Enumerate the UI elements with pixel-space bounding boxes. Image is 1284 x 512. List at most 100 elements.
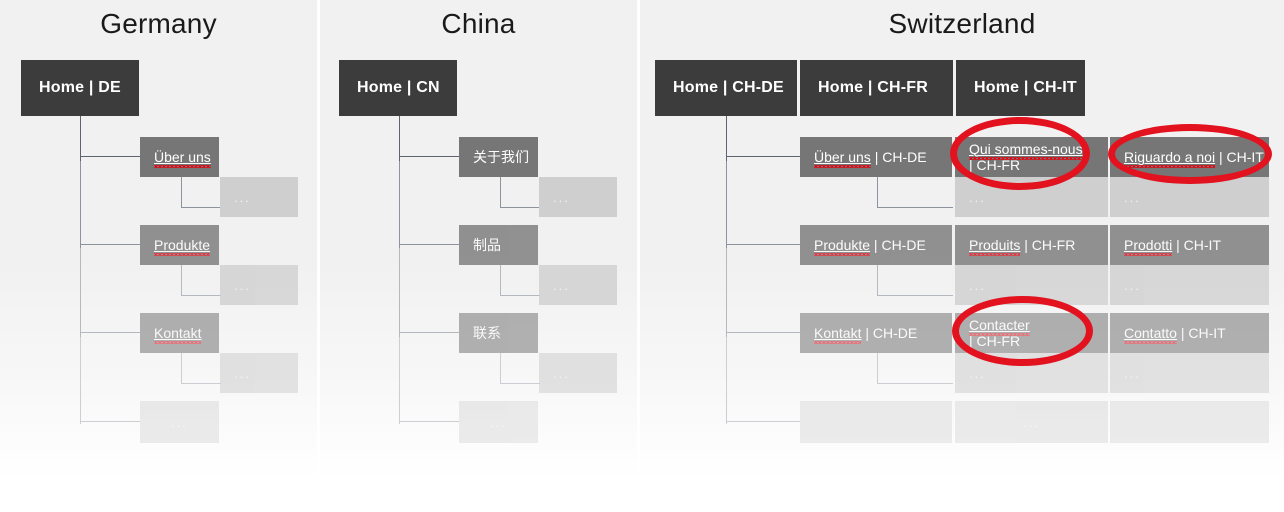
connector-branch <box>399 332 459 333</box>
node-produkte-ch-de[interactable]: Produkte | CH-DE <box>800 225 952 265</box>
node-placeholder[interactable]: ... <box>220 353 298 393</box>
connector-branch <box>80 244 140 245</box>
node-label: ... <box>234 189 251 205</box>
node-produkte-de[interactable]: Produkte <box>140 225 219 265</box>
node-home-ch-fr[interactable]: Home | CH-FR <box>800 60 953 116</box>
node-placeholder[interactable]: ... <box>220 265 298 305</box>
connector-sub-h <box>500 383 540 384</box>
node-qui-sommes-nous-ch-fr[interactable]: Qui sommes-nous | CH-FR <box>955 137 1108 177</box>
node-contatto-ch-it[interactable]: Contatto | CH-IT <box>1110 313 1269 353</box>
node-label: Home | CH-DE <box>673 79 784 96</box>
node-label: ... <box>553 277 570 293</box>
node-bottom-placeholder-it[interactable] <box>1110 401 1269 443</box>
node-subplaceholder-de[interactable] <box>800 353 952 393</box>
connector-sub-h <box>877 207 953 208</box>
connector-sub <box>181 353 182 384</box>
connector-sub-h <box>877 383 953 384</box>
node-home-cn[interactable]: Home | CN <box>339 60 457 116</box>
connector-branch <box>80 332 140 333</box>
node-label: ... <box>1124 365 1141 381</box>
connector-sub-h <box>500 295 540 296</box>
panel-germany: Germany Home | DE Über uns ... Produkte … <box>0 0 317 480</box>
node-placeholder[interactable]: ... <box>539 177 617 217</box>
connector-trunk-2 <box>80 161 81 248</box>
node-label: 制品 <box>473 237 501 253</box>
connector-sub-h <box>181 207 221 208</box>
node-label: ... <box>553 365 570 381</box>
panel-title-germany: Germany <box>100 8 217 39</box>
node-placeholder[interactable]: ... <box>539 265 617 305</box>
node-label-term: Prodotti | CH-IT <box>1124 237 1221 253</box>
node-label: ... <box>969 189 986 205</box>
node-placeholder[interactable]: ... <box>140 401 219 443</box>
node-label-term: Qui sommes-nous | CH-FR <box>969 141 1083 173</box>
connector-sub <box>877 177 878 208</box>
connector-sub <box>181 177 182 208</box>
connector-sub-h <box>877 295 953 296</box>
node-label: 联系 <box>473 325 501 341</box>
node-kontakt-de[interactable]: Kontakt <box>140 313 219 353</box>
panel-divider-2 <box>637 0 640 480</box>
connector-trunk-2 <box>726 161 727 248</box>
node-riguardo-a-noi-ch-it[interactable]: Riguardo a noi | CH-IT <box>1110 137 1269 177</box>
connector-branch <box>726 156 800 157</box>
node-subplaceholder-de[interactable] <box>800 177 952 217</box>
connector-trunk <box>399 116 400 161</box>
node-subplaceholder-it[interactable]: ... <box>1110 265 1269 305</box>
node-home-ch-it[interactable]: Home | CH-IT <box>956 60 1085 116</box>
node-home-de[interactable]: Home | DE <box>21 60 139 116</box>
node-bottom-placeholder-de[interactable] <box>800 401 952 443</box>
node-kontakt-ch-de[interactable]: Kontakt | CH-DE <box>800 313 952 353</box>
connector-trunk-4 <box>80 337 81 424</box>
node-label: Home | CN <box>357 79 440 96</box>
node-subplaceholder-it[interactable]: ... <box>1110 353 1269 393</box>
node-placeholder[interactable]: ... <box>459 401 538 443</box>
node-subplaceholder-fr[interactable]: ... <box>955 353 1108 393</box>
connector-trunk-4 <box>399 337 400 424</box>
connector-trunk <box>726 116 727 161</box>
node-placeholder[interactable]: ... <box>539 353 617 393</box>
node-label-term: Kontakt | CH-DE <box>814 325 918 341</box>
node-label: Home | DE <box>39 79 121 96</box>
node-label: Kontakt <box>154 325 202 344</box>
node-label-term: Contacter | CH-FR <box>969 317 1030 349</box>
connector-branch <box>399 244 459 245</box>
node-subplaceholder-fr[interactable]: ... <box>955 265 1108 305</box>
node-label: ... <box>490 414 507 430</box>
node-label-term: Riguardo a noi | CH-IT <box>1124 149 1264 165</box>
connector-sub <box>500 353 501 384</box>
connector-branch <box>399 421 459 422</box>
node-subplaceholder-fr[interactable]: ... <box>955 177 1108 217</box>
connector-sub <box>500 177 501 208</box>
node-about-cn[interactable]: 关于我们 <box>459 137 538 177</box>
node-label: 关于我们 <box>473 149 529 165</box>
connector-sub-h <box>181 295 221 296</box>
connector-trunk-4 <box>726 337 727 424</box>
connector-trunk-3 <box>726 248 727 337</box>
node-label: Über uns <box>154 149 211 168</box>
node-label-term: Produkte | CH-DE <box>814 237 926 253</box>
node-contacter-ch-fr[interactable]: Contacter | CH-FR <box>955 313 1108 353</box>
connector-branch <box>726 332 800 333</box>
connector-branch <box>80 156 140 157</box>
node-ueber-uns-ch-de[interactable]: Über uns | CH-DE <box>800 137 952 177</box>
node-prodotti-ch-it[interactable]: Prodotti | CH-IT <box>1110 225 1269 265</box>
node-label: ... <box>171 414 188 430</box>
node-placeholder[interactable]: ... <box>220 177 298 217</box>
node-produits-ch-fr[interactable]: Produits | CH-FR <box>955 225 1108 265</box>
node-label: Produkte <box>154 237 211 256</box>
node-contact-cn[interactable]: 联系 <box>459 313 538 353</box>
node-products-cn[interactable]: 制品 <box>459 225 538 265</box>
node-subplaceholder-it[interactable]: ... <box>1110 177 1269 217</box>
connector-sub <box>877 265 878 296</box>
node-label: ... <box>234 277 251 293</box>
connector-trunk-3 <box>80 248 81 337</box>
node-home-ch-de[interactable]: Home | CH-DE <box>655 60 797 116</box>
connector-trunk-2 <box>399 161 400 248</box>
node-ueber-uns-de[interactable]: Über uns <box>140 137 219 177</box>
connector-sub <box>181 265 182 296</box>
node-bottom-placeholder-fr[interactable]: ... <box>955 401 1108 443</box>
node-label: Home | CH-FR <box>818 79 928 96</box>
node-subplaceholder-de[interactable] <box>800 265 952 305</box>
